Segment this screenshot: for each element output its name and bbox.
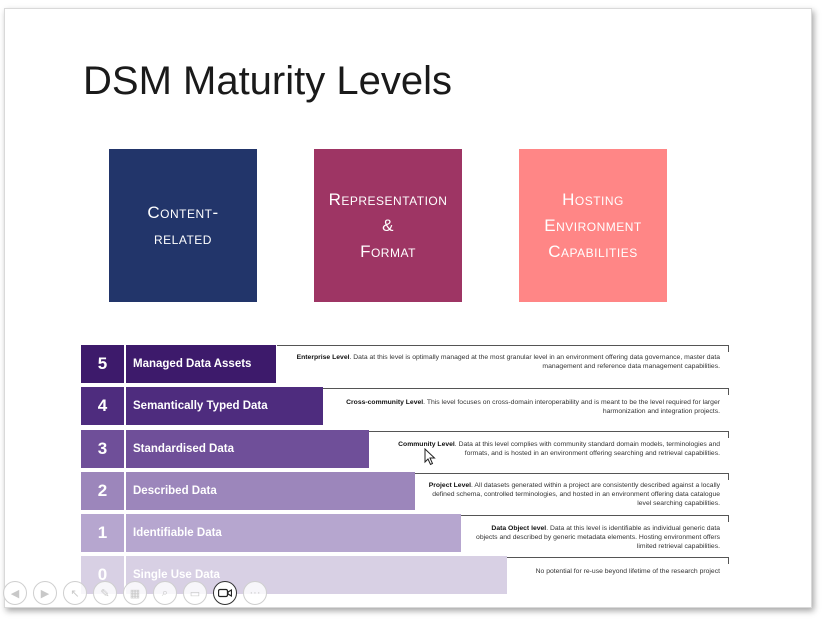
zoom-icon[interactable]: ⌕ [153,581,177,605]
level-number: 3 [81,430,124,468]
forward-icon[interactable]: ▶ [33,581,57,605]
level-label: Identifiable Data [126,514,461,552]
back-icon[interactable]: ◀ [3,581,27,605]
level-number: 5 [81,345,124,383]
level-divider [507,557,729,564]
level-description-1: Data Object level. Data at this level is… [476,525,720,550]
category-label: Content- related [147,202,219,248]
level-description-5: Enterprise Level. Data at this level is … [296,354,720,370]
pointer-icon[interactable]: ↖ [63,581,87,605]
category-label: Hosting Environment Capabilities [544,189,642,261]
level-label: Managed Data Assets [126,345,276,383]
category-label: Representation & Format [328,189,448,261]
level-divider [323,388,729,395]
slide: DSM Maturity Levels Content- related Rep… [4,8,812,608]
level-number: 4 [81,387,124,425]
camera-icon[interactable] [213,581,237,605]
category-box-hosting: Hosting Environment Capabilities [519,149,667,302]
pen-icon[interactable]: ✎ [93,581,117,605]
level-divider [415,473,729,480]
subtitles-icon[interactable]: ▭ [183,581,207,605]
level-number: 2 [81,472,124,510]
category-box-representation: Representation & Format [314,149,462,302]
level-label: Semantically Typed Data [126,387,323,425]
level-divider [461,515,729,522]
level-label: Standardised Data [126,430,369,468]
more-icon[interactable]: ··· [243,581,267,605]
level-description-4: Cross-community Level. This level focuse… [346,399,720,415]
level-divider [277,345,729,352]
presentation-toolbar: ◀ ▶ ↖ ✎ ▦ ⌕ ▭ ··· [3,580,267,606]
category-box-content: Content- related [109,149,257,302]
level-number: 1 [81,514,124,552]
slide-title: DSM Maturity Levels [83,59,452,103]
mouse-cursor-icon [424,448,436,466]
level-label: Described Data [126,472,415,510]
grid-icon[interactable]: ▦ [123,581,147,605]
level-description-3: Community Level. Data at this level comp… [398,441,720,457]
level-divider [369,431,729,438]
level-description-2: Project Level. All datasets generated wi… [428,482,720,507]
level-description-0: No potential for re-use beyond lifetime … [535,568,720,575]
